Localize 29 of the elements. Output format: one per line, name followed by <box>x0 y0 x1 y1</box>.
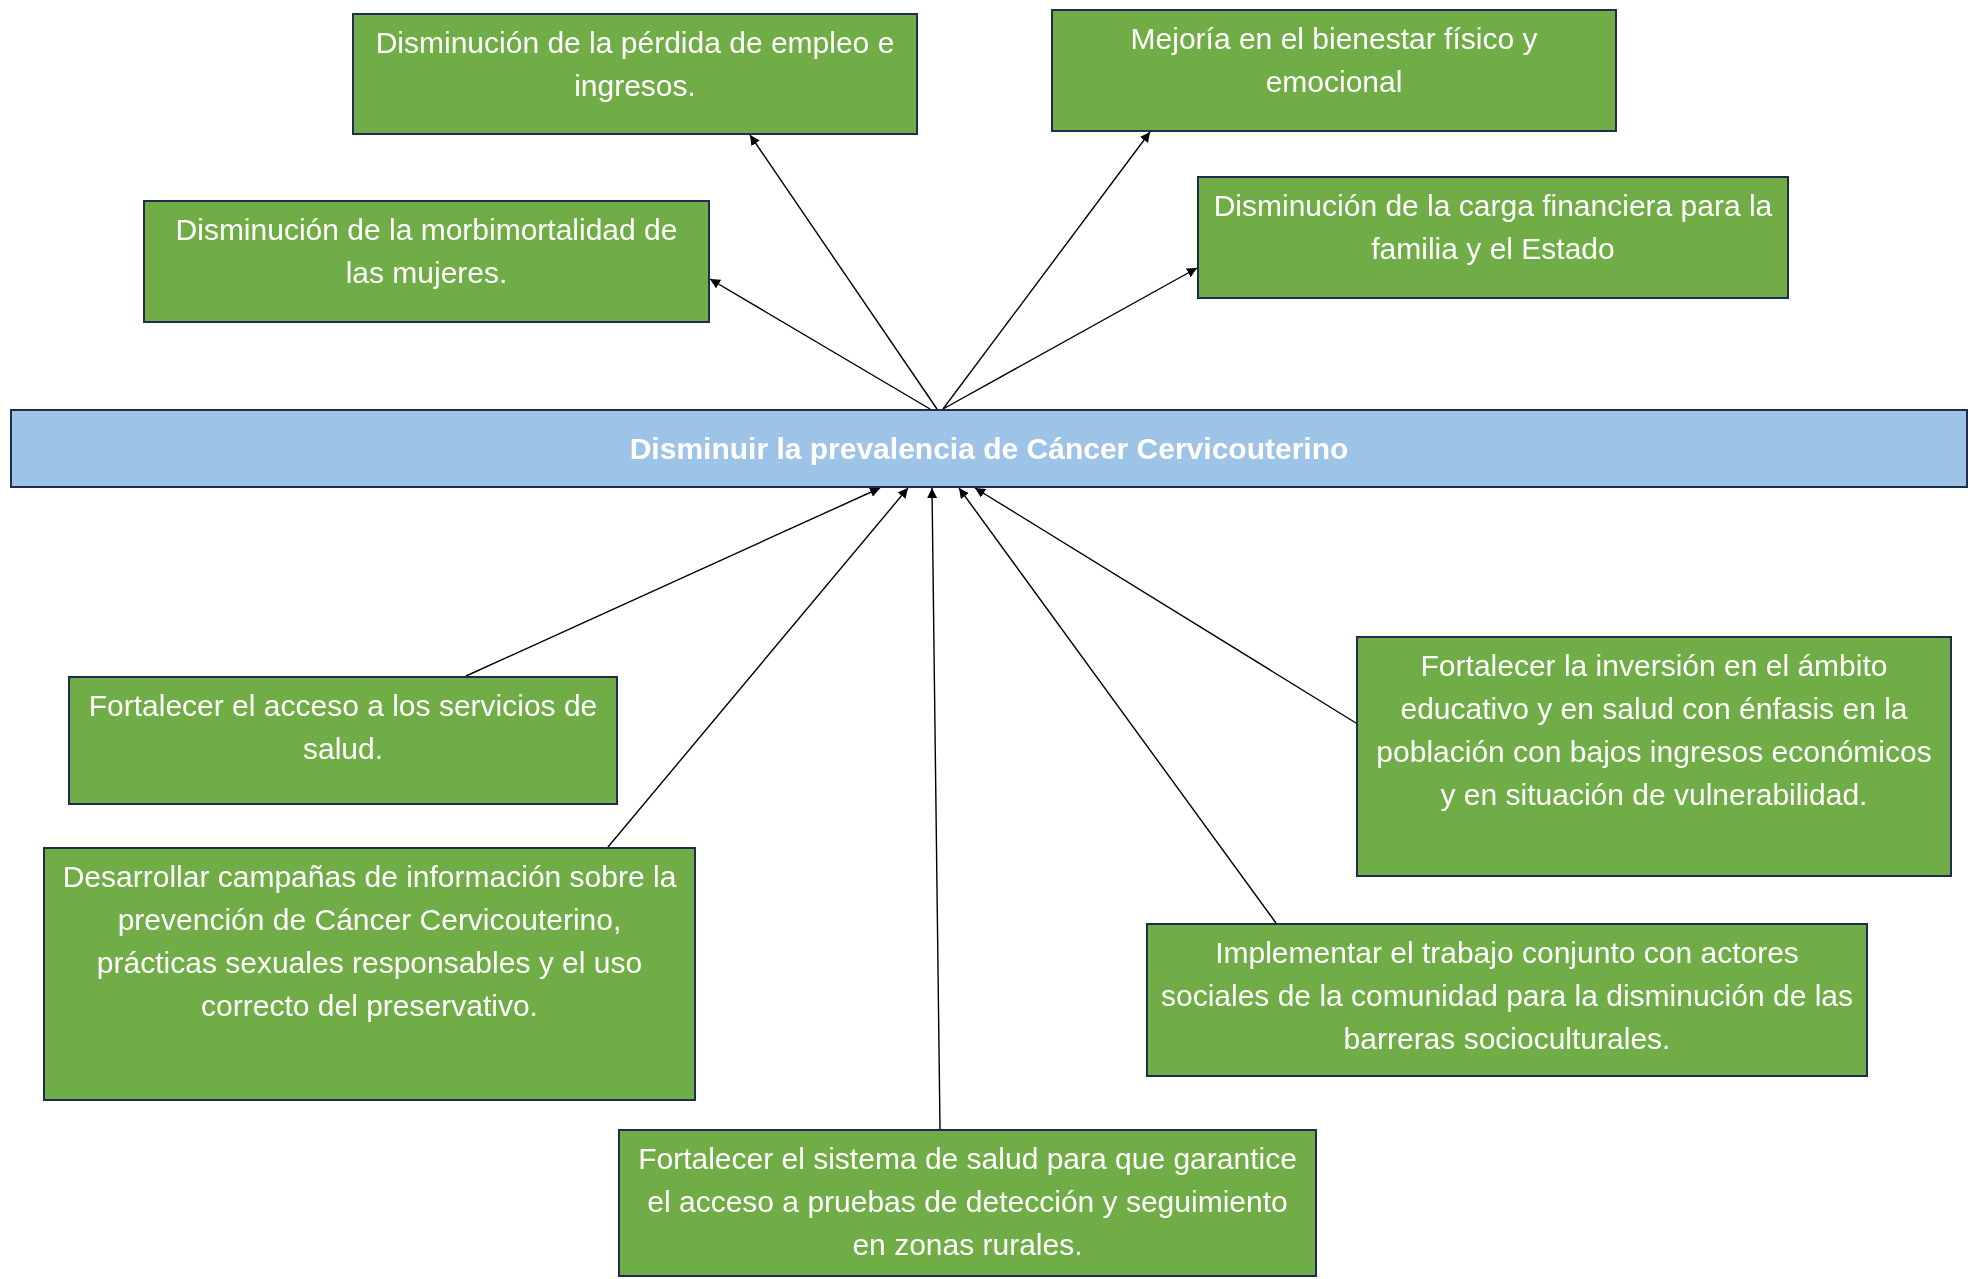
arrow <box>709 278 931 410</box>
box-text: Disminución de la carga financiera para la familia y el Estado <box>1213 189 1773 265</box>
process-box <box>1051 9 1617 132</box>
box-text: Implementar el trabajo conjunto con actores sociales de la comunidad para la disminución de las barreras socioculturales. <box>1160 936 1854 1055</box>
process-box <box>1197 176 1789 299</box>
process-box <box>1356 636 1952 877</box>
arrow <box>958 487 1277 924</box>
box-text: Desarrollar campañas de información sobre la prevención de Cáncer Cervicouterino, prácticas sexuales responsables y el uso correcto del preservativo. <box>62 860 677 1022</box>
box-text: Disminución de la morbimortalidad de las mujeres. <box>175 213 678 289</box>
process-box <box>352 13 918 135</box>
arrow <box>942 131 1151 410</box>
box-text: Fortalecer el sistema de salud para que garantice el acceso a pruebas de detección y seguimiento en zonas rurales. <box>638 1142 1297 1261</box>
arrow <box>465 487 881 677</box>
goal-box <box>10 409 1968 488</box>
arrow <box>974 487 1357 724</box>
box-text: Fortalecer la inversión en el ámbito educativo y en salud con énfasis en la población con bajos ingresos económicos y en situación de vulnerabilidad. <box>1376 649 1932 811</box>
process-box <box>43 847 696 1101</box>
arrow <box>942 267 1198 410</box>
process-box <box>618 1129 1317 1277</box>
process-box <box>143 200 710 323</box>
box-text: Disminuir la prevalencia de Cáncer Cervicouterino <box>629 431 1349 467</box>
arrow <box>749 134 938 410</box>
box-text: Mejoría en el bienestar físico y emocional <box>1130 22 1538 98</box>
arrow <box>607 487 909 848</box>
box-text: Disminución de la pérdida de empleo e ingresos. <box>375 26 895 102</box>
process-box <box>1146 923 1868 1077</box>
arrow <box>927 487 941 1130</box>
box-text: Fortalecer el acceso a los servicios de salud. <box>88 689 598 765</box>
process-box <box>68 676 618 805</box>
